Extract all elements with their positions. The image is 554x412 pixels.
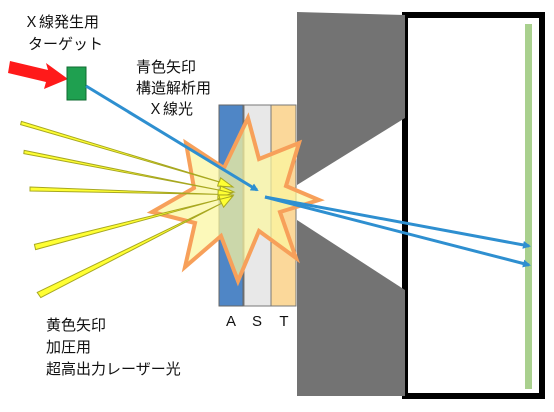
xray-label-line3: Ｘ線光: [148, 100, 194, 118]
xray-diffracted-beam-2: [264, 195, 531, 268]
layer-a-label: A: [225, 313, 236, 330]
driver-laser-arrow: [8, 61, 68, 89]
layer-t-label: T: [279, 313, 289, 330]
laser-arrows: [19, 120, 236, 299]
laser-arrow-1: [19, 120, 235, 188]
laser-label-line2: 加圧用: [46, 338, 92, 356]
layer-s-label: S: [251, 313, 262, 330]
target-label-line2: ターゲット: [28, 35, 104, 53]
xray-diffracted-beam-1: [264, 195, 531, 249]
laser-label-line3: 超高出力レーザー光: [46, 360, 181, 378]
xray-label-line1: 青色矢印: [136, 58, 197, 76]
laser-label-line1: 黄色矢印: [46, 316, 107, 334]
upper-cone: [297, 12, 405, 185]
target-label-line1: Ｘ線発生用: [24, 13, 100, 31]
laser-arrow-3: [29, 186, 234, 200]
xray-target: [66, 66, 87, 101]
laser-arrow-5: [36, 195, 235, 299]
detector-plate: [525, 24, 532, 389]
detector-frame: [402, 12, 545, 399]
xray-label-line2: 構造解析用: [136, 79, 212, 97]
lower-cone: [297, 220, 405, 396]
xray-incident-beam: [85, 84, 259, 192]
